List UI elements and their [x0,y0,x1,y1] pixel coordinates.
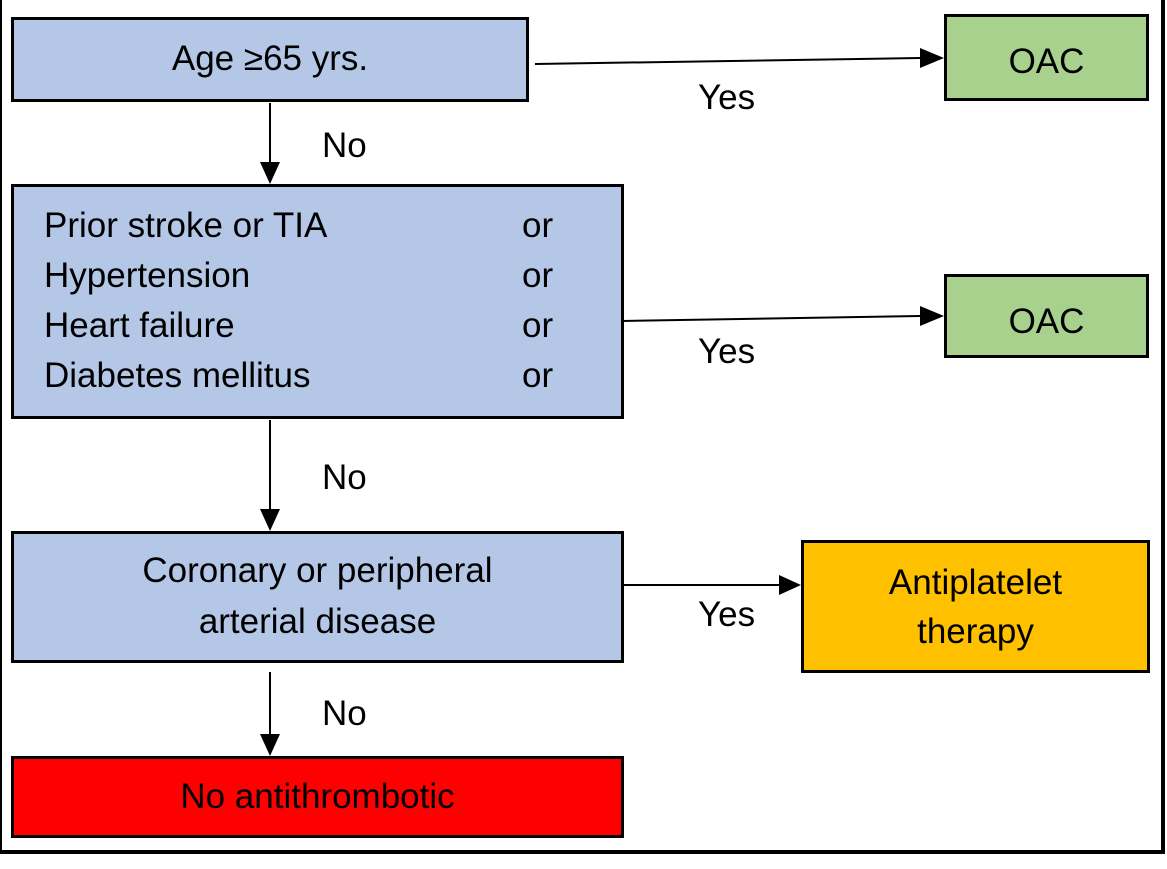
risk-factor-item: Hypertension or [44,251,621,301]
risk-factor-list: Prior stroke or TIA or Hypertension or H… [14,187,621,416]
vascular-disease-decision-box: Coronary or peripheral arterial disease [11,531,624,663]
risk-factor-connector: or [522,356,554,395]
risk-factor-label: Heart failure [44,306,235,345]
arrowhead-vascular-to-antiplatelet [779,575,801,595]
risk-factor-label: Prior stroke or TIA [44,206,328,245]
risk-factor-connector: or [522,306,554,345]
age-decision-box: Age ≥65 yrs. [11,17,529,102]
risk-factor-item: Heart failure or [44,301,621,351]
edge-label-age-yes: Yes [698,78,756,117]
edge-label-vascular-yes: Yes [698,595,756,634]
edge-label-vascular-no: No [322,694,367,733]
arrow-age-to-oac [534,57,921,65]
antiplatelet-line-2: therapy [917,611,1034,651]
antiplatelet-line-1: Antiplatelet [888,562,1063,602]
oac-outcome-box-1: OAC [944,14,1149,101]
vascular-disease-label: Coronary or peripheral arterial disease [142,546,492,648]
oac-outcome-box-2: OAC [944,274,1149,358]
arrowhead-age-to-risk [260,162,280,184]
antiplatelet-outcome-box: Antiplatelet therapy [801,540,1150,673]
risk-factor-item: Prior stroke or TIA or [44,201,621,251]
arrowhead-vascular-to-none [260,734,280,756]
edge-label-risk-no: No [322,458,367,497]
vascular-disease-line-1: Coronary or peripheral [142,551,493,591]
oac-outcome-label-2: OAC [1008,302,1085,341]
arrowhead-risk-to-vascular [260,509,280,531]
no-antithrombotic-label: No antithrombotic [180,776,455,816]
age-decision-label: Age ≥65 yrs. [171,39,369,79]
edge-label-risk-yes: Yes [698,332,756,371]
risk-factor-label: Diabetes mellitus [44,356,311,395]
vascular-disease-line-2: arterial disease [198,602,437,641]
risk-factor-connector: or [522,206,554,245]
risk-factor-item: Diabetes mellitus or [44,351,621,401]
arrowhead-risk-to-oac [920,306,944,326]
risk-factors-decision-box: Prior stroke or TIA or Hypertension or H… [11,184,624,419]
risk-factor-connector: or [522,256,554,295]
oac-outcome-label-1: OAC [1008,42,1085,81]
risk-factor-label: Hypertension [44,256,251,295]
edge-label-age-no: No [322,126,367,165]
no-antithrombotic-box: No antithrombotic [11,756,624,838]
arrowhead-age-to-oac [920,48,944,68]
arrow-risk-to-oac [621,315,921,322]
antiplatelet-label: Antiplatelet therapy [889,558,1062,656]
